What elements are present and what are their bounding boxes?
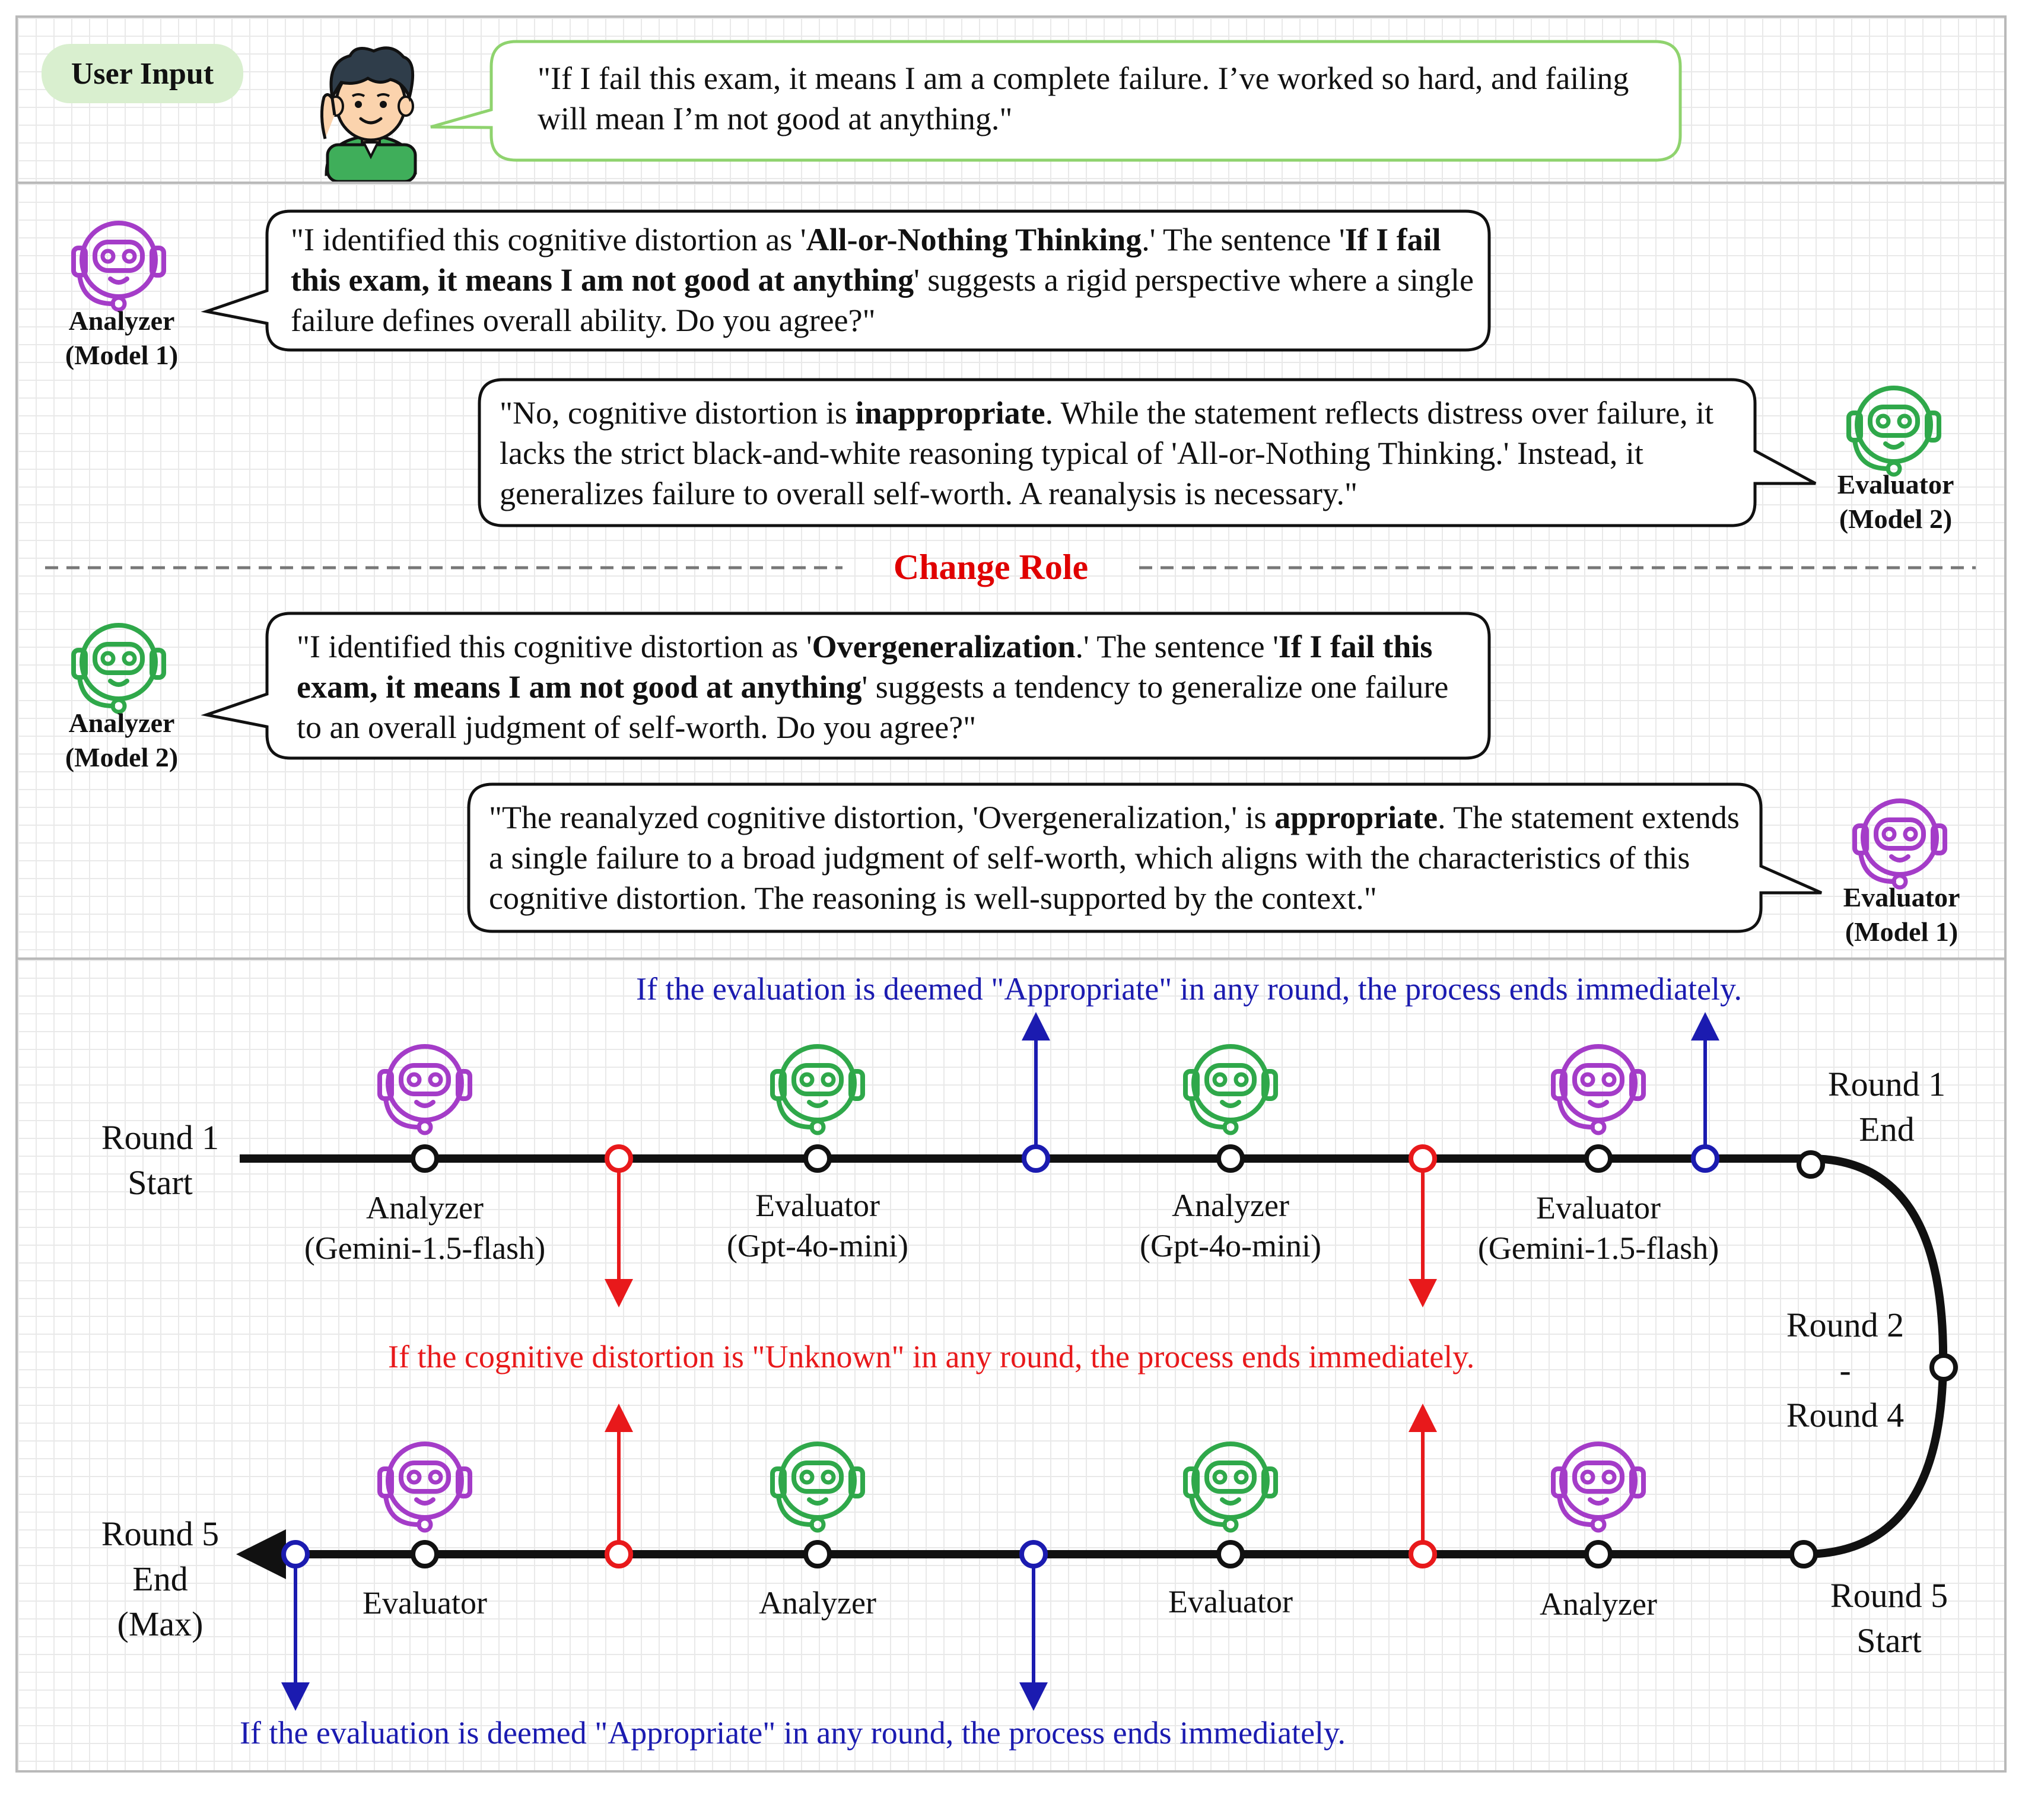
robot-icon-bottom-step-1 xyxy=(371,1430,478,1536)
analyzer-model1-label: Analyzer (Model 1) xyxy=(47,304,196,373)
step-role: Analyzer xyxy=(1172,1188,1289,1223)
role-name: Evaluator xyxy=(1843,882,1960,912)
round-line: - xyxy=(1839,1351,1851,1389)
round-line: Round 1 xyxy=(101,1118,220,1157)
robot-icon-analyzer-model2 xyxy=(65,611,172,718)
model-name: (Model 2) xyxy=(1839,504,1953,534)
evaluator-model1-label: Evaluator (Model 1) xyxy=(1827,880,1976,949)
text-segment: .' The sentence ' xyxy=(1075,629,1279,664)
round-line: (Max) xyxy=(117,1605,204,1643)
model-name: (Model 1) xyxy=(1845,917,1959,947)
text-segment: .' The sentence ' xyxy=(1142,222,1345,257)
round2-4-label: Round 2 - Round 4 xyxy=(1762,1303,1928,1438)
bold-text-segment: If I fail this exam, it means I am not g… xyxy=(297,629,1433,705)
bold-text-segment: inappropriate xyxy=(855,395,1045,431)
change-role-label: Change Role xyxy=(893,548,1089,587)
top-step-4-label: Evaluator (Gemini-1.5-flash) xyxy=(1450,1188,1747,1268)
middle-unknown-rule: If the cognitive distortion is "Unknown"… xyxy=(388,1339,1475,1374)
bold-text-segment: All-or-Nothing Thinking xyxy=(806,222,1142,257)
model-name: (Model 2) xyxy=(65,742,179,772)
robot-icon-top-step-1 xyxy=(371,1032,478,1139)
bold-text-segment: Overgeneralization xyxy=(812,629,1076,664)
text-segment: "I identified this cognitive distortion … xyxy=(291,222,806,257)
robot-icon-bottom-step-3 xyxy=(1177,1430,1284,1536)
top-appropriate-rule: If the evaluation is deemed "Appropriate… xyxy=(636,971,1743,1007)
round-line: Start xyxy=(128,1163,193,1202)
text-segment: "The reanalyzed cognitive distortion, 'O… xyxy=(489,800,1275,835)
top-step-1-label: Analyzer (Gemini-1.5-flash) xyxy=(276,1188,573,1268)
robot-icon-evaluator-model2 xyxy=(1840,374,1947,481)
evaluator1-text: "The reanalyzed cognitive distortion, 'O… xyxy=(489,797,1747,918)
round1-start-label: Round 1 Start xyxy=(77,1115,243,1205)
robot-icon-bottom-step-4 xyxy=(1545,1430,1652,1536)
round-line: Round 4 xyxy=(1786,1396,1905,1434)
round5-start-label: Round 5 Start xyxy=(1806,1573,1972,1663)
round-line: Round 5 xyxy=(1830,1576,1948,1615)
text-segment: . The statement extends a single failure… xyxy=(489,800,1740,916)
step-model: (Gpt-4o-mini) xyxy=(727,1228,908,1264)
robot-icon-top-step-2 xyxy=(764,1032,871,1139)
model-name: (Model 1) xyxy=(65,340,179,370)
step-role: Evaluator xyxy=(755,1188,880,1223)
step-role: Analyzer xyxy=(366,1190,484,1226)
bottom-step-2-label: Analyzer xyxy=(759,1585,876,1621)
robot-icon-analyzer-model1 xyxy=(65,209,172,316)
top-step-3-label: Analyzer (Gpt-4o-mini) xyxy=(1082,1185,1379,1266)
analyzer1-text: "I identified this cognitive distortion … xyxy=(291,219,1477,341)
step-model: (Gpt-4o-mini) xyxy=(1140,1228,1321,1264)
step-model: (Gemini-1.5-flash) xyxy=(1477,1230,1719,1266)
round-line: Round 2 xyxy=(1786,1306,1905,1344)
step-role: Evaluator xyxy=(1536,1190,1661,1226)
round-line: End xyxy=(132,1560,188,1598)
analyzer-model2-label: Analyzer (Model 2) xyxy=(47,706,196,775)
timeline-panel xyxy=(15,957,2007,1773)
round-line: Round 5 xyxy=(101,1514,220,1553)
bottom-appropriate-rule: If the evaluation is deemed "Appropriate… xyxy=(240,1715,1346,1751)
role-name: Analyzer xyxy=(68,306,175,336)
bold-text-segment: If I fail this exam, it means I am not g… xyxy=(291,222,1441,298)
robot-icon-top-step-4 xyxy=(1545,1032,1652,1139)
text-segment: "No, cognitive distortion is xyxy=(500,395,856,431)
bottom-step-1-label: Evaluator xyxy=(363,1585,487,1621)
user-input-pill: User Input xyxy=(42,44,243,103)
role-name: Evaluator xyxy=(1837,469,1954,499)
step-model: (Gemini-1.5-flash) xyxy=(304,1230,546,1266)
top-step-2-label: Evaluator (Gpt-4o-mini) xyxy=(669,1185,966,1266)
evaluator-model2-label: Evaluator (Model 2) xyxy=(1821,467,1970,536)
bottom-step-3-label: Evaluator xyxy=(1168,1584,1293,1619)
bold-text-segment: appropriate xyxy=(1274,800,1438,835)
robot-icon-top-step-3 xyxy=(1177,1032,1284,1139)
text-segment: "I identified this cognitive distortion … xyxy=(297,629,812,664)
robot-icon-evaluator-model1 xyxy=(1846,787,1953,893)
text-segment: ' suggests a tendency to generalize one … xyxy=(297,669,1449,745)
robot-icon-bottom-step-2 xyxy=(764,1430,871,1536)
user-quote: "If I fail this exam, it means I am a co… xyxy=(538,61,1629,136)
round-line: End xyxy=(1859,1110,1915,1148)
round5-end-label: Round 5 End (Max) xyxy=(77,1512,243,1647)
role-name: Analyzer xyxy=(68,708,175,738)
text-segment: . While the statement reflects distress … xyxy=(500,395,1714,511)
round1-end-label: Round 1 End xyxy=(1804,1062,1970,1152)
text-segment: ' suggests a rigid perspective where a s… xyxy=(291,262,1474,338)
round-line: Start xyxy=(1856,1621,1922,1660)
round-line: Round 1 xyxy=(1827,1065,1946,1103)
analyzer2-text: "I identified this cognitive distortion … xyxy=(297,626,1477,747)
evaluator2-text: "No, cognitive distortion is inappropria… xyxy=(500,393,1740,514)
bottom-step-4-label: Analyzer xyxy=(1540,1586,1657,1622)
